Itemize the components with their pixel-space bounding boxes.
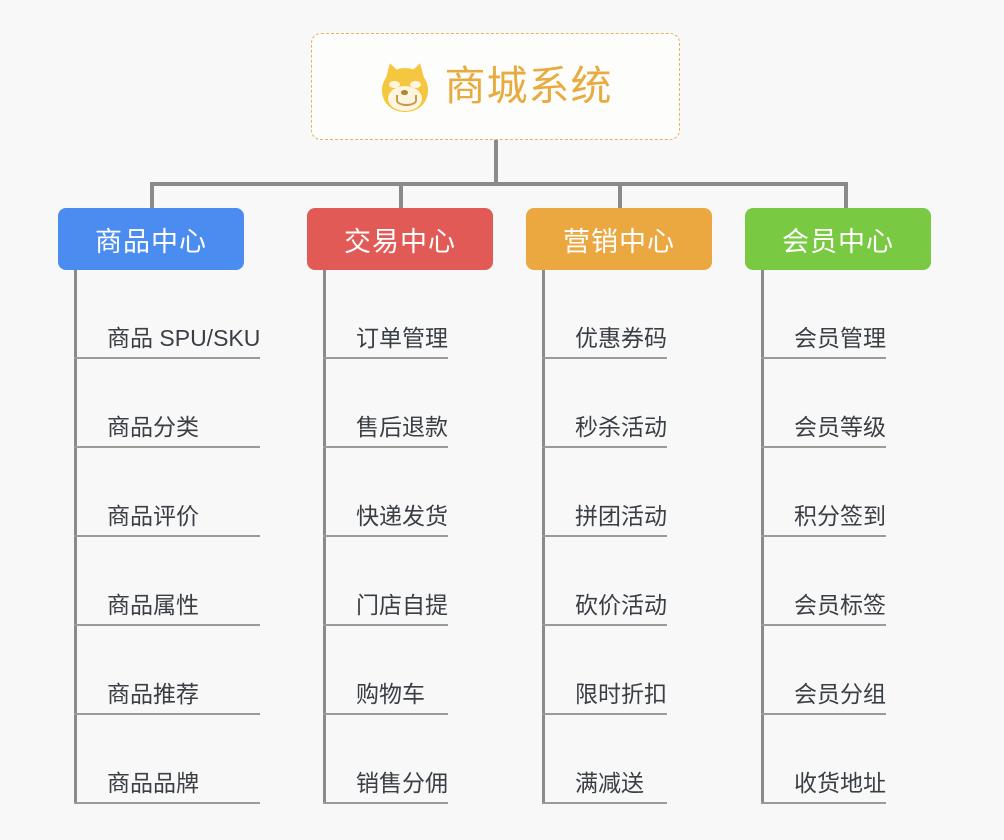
leaf-item[interactable]: 积分签到 (761, 448, 886, 537)
leaf-label: 商品属性 (107, 591, 199, 618)
branch-member-center: 会员中心 会员管理 会员等级 积分签到 会员标签 会员分组 收货地址 (745, 208, 931, 804)
leaf-label: 商品分类 (107, 413, 199, 440)
connector-horizontal-bus (150, 182, 848, 186)
branch-spine (323, 270, 326, 804)
root-title: 商城系统 (444, 63, 613, 109)
leaf-item[interactable]: 售后退款 (323, 359, 448, 448)
root-node[interactable]: 商城系统 (311, 33, 680, 140)
leaf-list-member-center: 会员管理 会员等级 积分签到 会员标签 会员分组 收货地址 (761, 270, 886, 804)
branch-header-label: 营销中心 (563, 226, 675, 257)
connector-root-stem (494, 140, 498, 184)
leaf-item[interactable]: 商品分类 (74, 359, 261, 448)
leaf-item[interactable]: 商品品牌 (74, 715, 261, 804)
leaf-label: 会员管理 (794, 324, 886, 351)
connector-drop-3 (618, 182, 622, 210)
leaf-label: 订单管理 (356, 324, 448, 351)
branch-header-label: 商品中心 (95, 226, 207, 257)
leaf-item[interactable]: 会员等级 (761, 359, 886, 448)
branch-header-member-center[interactable]: 会员中心 (745, 208, 931, 270)
leaf-item[interactable]: 门店自提 (323, 537, 448, 626)
leaf-item[interactable]: 快递发货 (323, 448, 448, 537)
leaf-label: 收货地址 (794, 769, 886, 796)
branch-header-marketing-center[interactable]: 营销中心 (526, 208, 712, 270)
leaf-label: 拼团活动 (575, 502, 667, 529)
leaf-item[interactable]: 会员分组 (761, 626, 886, 715)
branch-product-center: 商品中心 商品 SPU/SKU 商品分类 商品评价 商品属性 商品推荐 商品品牌 (58, 208, 261, 804)
shiba-inu-icon (379, 60, 431, 114)
leaf-item[interactable]: 收货地址 (761, 715, 886, 804)
leaf-item[interactable]: 满减送 (542, 715, 667, 804)
leaf-label: 商品 SPU/SKU (107, 324, 261, 351)
branch-header-product-center[interactable]: 商品中心 (58, 208, 244, 270)
leaf-item[interactable]: 会员管理 (761, 270, 886, 359)
leaf-item[interactable]: 订单管理 (323, 270, 448, 359)
leaf-list-trade-center: 订单管理 售后退款 快递发货 门店自提 购物车 销售分佣 (323, 270, 448, 804)
leaf-item[interactable]: 商品推荐 (74, 626, 261, 715)
branch-marketing-center: 营销中心 优惠券码 秒杀活动 拼团活动 砍价活动 限时折扣 满减送 (526, 208, 712, 804)
leaf-item[interactable]: 拼团活动 (542, 448, 667, 537)
leaf-label: 满减送 (575, 769, 644, 796)
connector-drop-4 (844, 182, 848, 210)
branch-spine (74, 270, 77, 804)
branch-spine (542, 270, 545, 804)
leaf-item[interactable]: 秒杀活动 (542, 359, 667, 448)
leaf-label: 秒杀活动 (575, 413, 667, 440)
branch-spine (761, 270, 764, 804)
leaf-label: 优惠券码 (575, 324, 667, 351)
leaf-item[interactable]: 商品评价 (74, 448, 261, 537)
leaf-label: 会员分组 (794, 680, 886, 707)
leaf-list-product-center: 商品 SPU/SKU 商品分类 商品评价 商品属性 商品推荐 商品品牌 (74, 270, 261, 804)
leaf-item[interactable]: 商品属性 (74, 537, 261, 626)
leaf-label: 积分签到 (794, 502, 886, 529)
leaf-label: 会员等级 (794, 413, 886, 440)
leaf-label: 会员标签 (794, 591, 886, 618)
branch-header-trade-center[interactable]: 交易中心 (307, 208, 493, 270)
leaf-item[interactable]: 限时折扣 (542, 626, 667, 715)
leaf-label: 销售分佣 (356, 769, 448, 796)
leaf-item[interactable]: 砍价活动 (542, 537, 667, 626)
leaf-label: 商品品牌 (107, 769, 199, 796)
leaf-label: 砍价活动 (575, 591, 667, 618)
leaf-label: 门店自提 (356, 591, 448, 618)
leaf-item[interactable]: 优惠券码 (542, 270, 667, 359)
leaf-item[interactable]: 销售分佣 (323, 715, 448, 804)
leaf-label: 售后退款 (356, 413, 448, 440)
leaf-list-marketing-center: 优惠券码 秒杀活动 拼团活动 砍价活动 限时折扣 满减送 (542, 270, 667, 804)
leaf-item[interactable]: 购物车 (323, 626, 448, 715)
branch-header-label: 交易中心 (344, 226, 456, 257)
branch-trade-center: 交易中心 订单管理 售后退款 快递发货 门店自提 购物车 销售分佣 (307, 208, 493, 804)
connector-drop-1 (150, 182, 154, 210)
leaf-item[interactable]: 商品 SPU/SKU (74, 270, 261, 359)
leaf-label: 购物车 (356, 680, 425, 707)
leaf-label: 快递发货 (356, 502, 448, 529)
leaf-label: 商品推荐 (107, 680, 199, 707)
branch-header-label: 会员中心 (782, 226, 894, 257)
leaf-label: 商品评价 (107, 502, 199, 529)
leaf-item[interactable]: 会员标签 (761, 537, 886, 626)
connector-drop-2 (399, 182, 403, 210)
leaf-label: 限时折扣 (575, 680, 667, 707)
